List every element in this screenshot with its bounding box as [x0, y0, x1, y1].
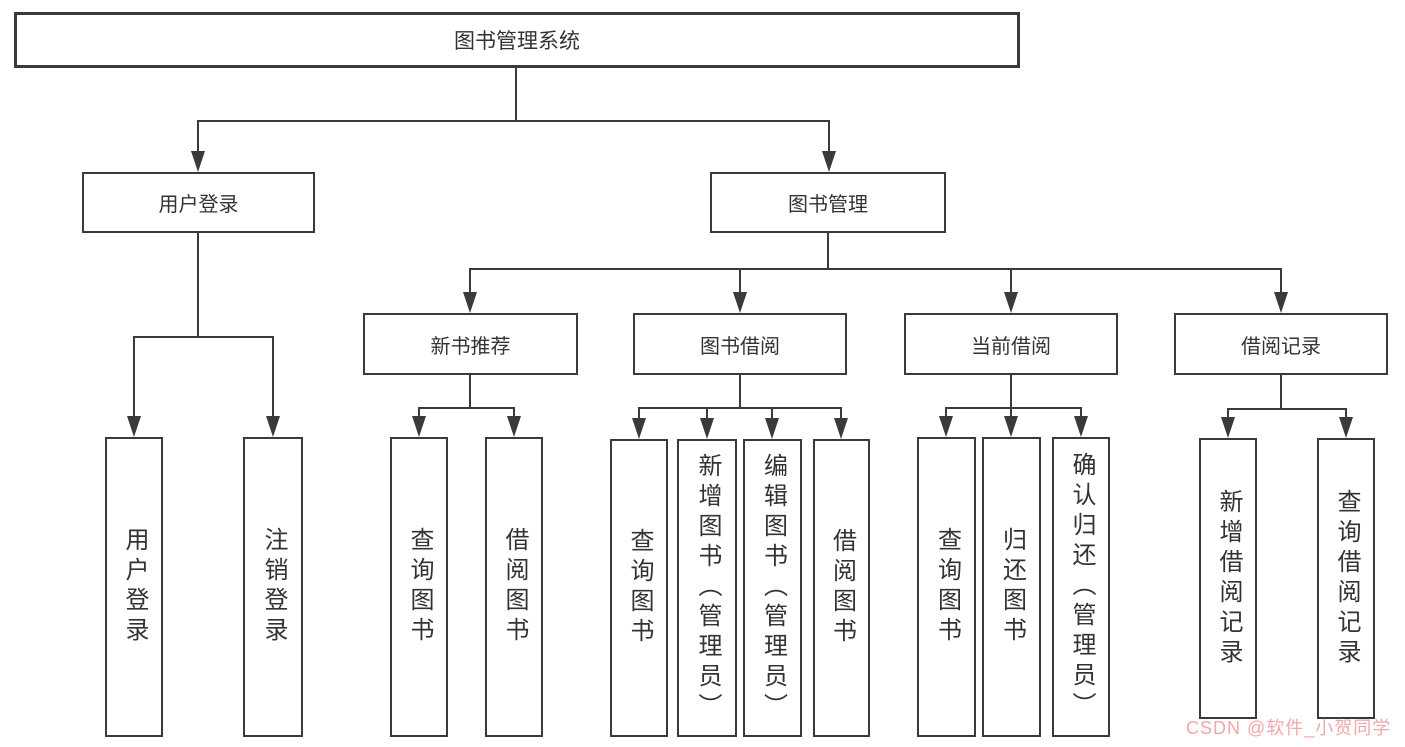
arrow-down-icon [463, 292, 477, 313]
arrow-down-icon [700, 418, 714, 439]
arrow-down-icon [1221, 417, 1235, 438]
arrow-down-icon [1004, 416, 1018, 437]
node-root: 图书管理系统 [14, 12, 1020, 68]
arrow-down-icon [939, 416, 953, 437]
node-user-login: 用户登录 [82, 172, 315, 233]
connector-user-login-vline [197, 233, 199, 338]
connector-root-vline [515, 68, 517, 122]
arrow-down-icon [412, 416, 426, 437]
leaf-borrow-borrow-book: 借阅图书 [813, 439, 870, 737]
connector-new-book-stem [469, 268, 471, 294]
watermark: CSDN @软件_小贺同学 [1186, 718, 1392, 738]
arrow-down-icon [507, 416, 521, 437]
node-borrow-records: 借阅记录 [1174, 313, 1388, 375]
leaf-current-confirm-return-admin: 确认归还（管理员） [1052, 437, 1110, 737]
node-current-borrow: 当前借阅 [904, 313, 1118, 375]
connector-cb-query-stem [945, 407, 947, 417]
arrow-down-icon [127, 416, 141, 437]
arrow-down-icon [834, 418, 848, 439]
arrow-down-icon [733, 292, 747, 313]
connector-bb-edit-stem [771, 407, 773, 419]
leaf-borrow-add-book-admin: 新增图书（管理员） [677, 439, 737, 737]
connector-br-query-stem [1345, 408, 1347, 418]
connector-current-borrow-hline [945, 407, 1082, 409]
connector-book-mgmt-hline [469, 268, 1282, 270]
leaf-recommend-query-book: 查询图书 [390, 437, 448, 737]
connector-book-borrow-vline [739, 375, 741, 409]
connector-book-mgmt-vline [827, 233, 829, 270]
connector-current-borrow-vline [1010, 375, 1012, 409]
connector-root-hline [197, 120, 830, 122]
arrow-down-icon [822, 151, 836, 172]
leaf-current-query-book: 查询图书 [917, 437, 976, 737]
connector-br-add-stem [1227, 408, 1229, 418]
node-book-borrow: 图书借阅 [633, 313, 847, 375]
leaf-records-query-record: 查询借阅记录 [1317, 438, 1375, 719]
arrow-down-icon [266, 416, 280, 437]
connector-cb-return-stem [1010, 407, 1012, 417]
connector-leaf-logout-stem [272, 336, 274, 418]
arrow-down-icon [632, 418, 646, 439]
connector-cb-confirm-stem [1080, 407, 1082, 417]
connector-bb-query-stem [638, 407, 640, 419]
leaf-current-return-book: 归还图书 [982, 437, 1041, 737]
connector-book-borrow-hline [638, 407, 842, 409]
connector-rec-borrow-stem [513, 407, 515, 417]
connector-borrow-records-stem [1280, 268, 1282, 294]
node-book-management: 图书管理 [710, 172, 946, 233]
connector-rec-query-stem [418, 407, 420, 417]
connector-new-book-vline [469, 375, 471, 409]
connector-new-book-hline [418, 407, 515, 409]
arrow-down-icon [1004, 292, 1018, 313]
leaf-borrow-edit-book-admin: 编辑图书（管理员） [743, 439, 802, 737]
leaf-borrow-query-book: 查询图书 [610, 439, 668, 737]
connector-bb-add-stem [706, 407, 708, 419]
connector-current-borrow-stem [1010, 268, 1012, 294]
connector-book-mgmt-stem [828, 120, 830, 153]
node-new-book-recommend: 新书推荐 [363, 313, 578, 375]
connector-borrow-records-vline [1280, 375, 1282, 410]
connector-user-login-hline [133, 336, 274, 338]
arrow-down-icon [765, 418, 779, 439]
connector-bb-borrow-stem [840, 407, 842, 419]
connector-leaf-user-login-stem [133, 336, 135, 418]
leaf-user-login: 用户登录 [105, 437, 163, 737]
arrow-down-icon [1074, 416, 1088, 437]
arrow-down-icon [1339, 417, 1353, 438]
leaf-recommend-borrow-book: 借阅图书 [485, 437, 543, 737]
arrow-down-icon [191, 151, 205, 172]
arrow-down-icon [1274, 292, 1288, 313]
leaf-logout-login: 注销登录 [243, 437, 303, 737]
connector-book-borrow-stem [739, 268, 741, 294]
leaf-records-add-record: 新增借阅记录 [1199, 438, 1257, 719]
connector-borrow-records-hline [1227, 408, 1347, 410]
connector-user-login-stem [197, 120, 199, 153]
